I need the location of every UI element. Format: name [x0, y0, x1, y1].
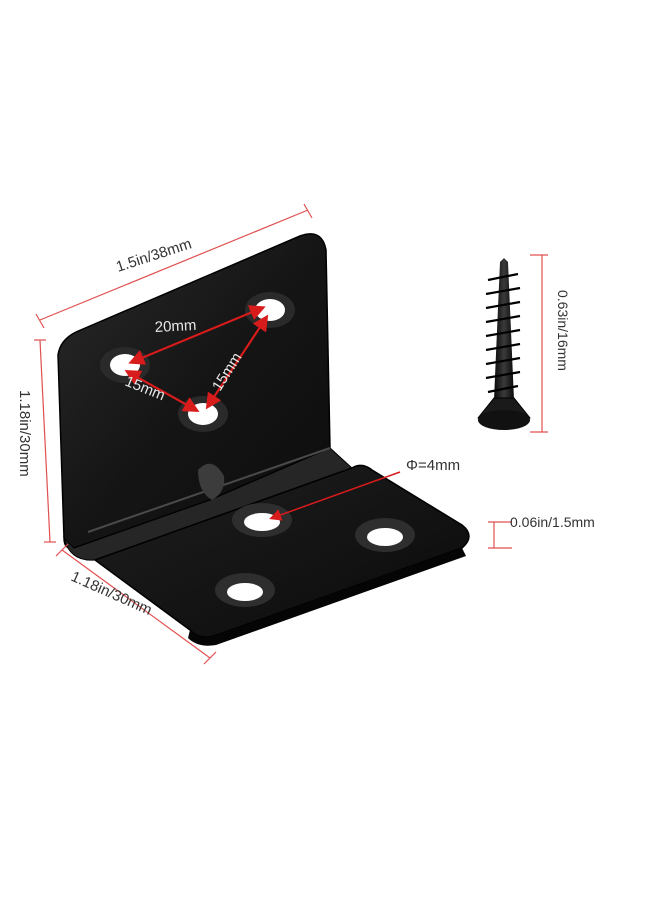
- label-hole-spacing-top: 20mm: [154, 317, 197, 336]
- dimension-screw-length: [530, 254, 548, 433]
- screw-icon: [477, 258, 531, 430]
- bracket-horizontal-leg: [93, 464, 470, 638]
- hole-vertical-3: [178, 396, 228, 432]
- label-height: 1.18in/30mm: [16, 390, 33, 477]
- label-width: 1.5in/38mm: [114, 235, 194, 275]
- hole-vertical-2: [245, 292, 295, 328]
- dimension-depth: [55, 543, 217, 665]
- dimension-thickness: [488, 521, 512, 549]
- hole-horizontal-2: [355, 518, 415, 552]
- label-thickness: 0.06in/1.5mm: [510, 514, 595, 530]
- dimension-width: [35, 203, 313, 329]
- bracket-edge: [188, 548, 466, 646]
- label-hole-diameter: Φ=4mm: [406, 457, 460, 474]
- label-screw-length: 0.63in/16mm: [555, 290, 571, 371]
- hole-spacing-arrows: [124, 305, 269, 412]
- dimension-height: [34, 339, 56, 543]
- bracket-bend: [63, 447, 353, 561]
- stiffening-rib: [198, 463, 225, 500]
- hole-diameter-arrow: [269, 471, 401, 521]
- hole-horizontal-3: [215, 573, 275, 607]
- hole-horizontal-1: [232, 503, 292, 537]
